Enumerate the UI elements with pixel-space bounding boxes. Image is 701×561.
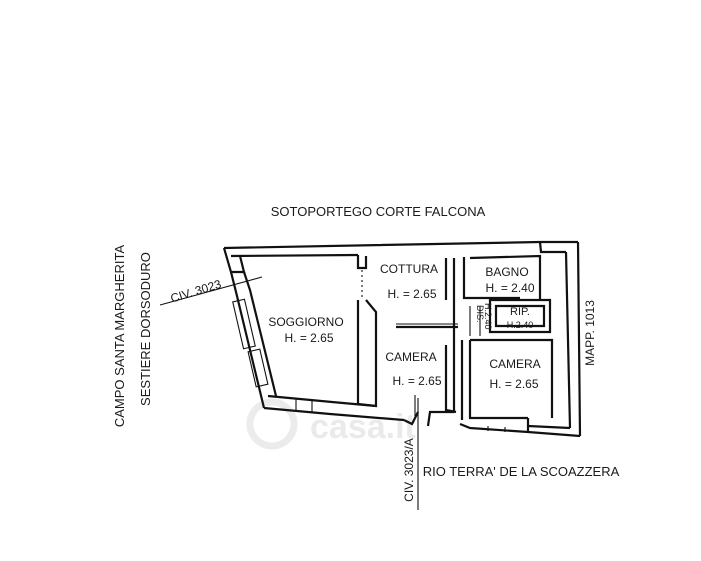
room-camera-left: CAMERA H. = 2.65 — [385, 350, 442, 388]
room-name: COTTURA — [380, 262, 438, 276]
window — [247, 348, 269, 388]
room-name: DIS. — [475, 305, 485, 323]
room-name: SOGGIORNO — [268, 315, 343, 329]
room-ripostiglio: RIP. H.2.40 — [507, 306, 534, 330]
room-height: H. = 2.65 — [392, 374, 441, 388]
street-bottom-label: RIO TERRA' DE LA SCOAZZERA — [423, 464, 620, 479]
room-bagno: BAGNO H. = 2.40 — [485, 265, 535, 295]
room-height: H.2.40 — [507, 320, 534, 330]
room-disimpegno: DIS. H.2.40 — [475, 303, 493, 330]
watermark-logo-icon — [246, 398, 298, 450]
room-name: CAMERA — [489, 357, 540, 371]
district-label: SESTIERE DORSODURO — [138, 252, 153, 406]
civic-west-pointer — [159, 276, 263, 306]
room-height: H. = 2.40 — [485, 281, 534, 295]
room-height: H. = 2.65 — [284, 331, 333, 345]
room-soggiorno: SOGGIORNO H. = 2.65 — [268, 315, 343, 345]
interior-walls — [356, 254, 554, 420]
watermark: casa.it — [246, 398, 416, 450]
parcel-label: MAPP. 1013 — [583, 300, 597, 366]
room-height: H. = 2.65 — [489, 377, 538, 391]
street-left-label: CAMPO SANTA MARGHERITA — [112, 245, 127, 428]
room-name: RIP. — [510, 306, 530, 318]
window — [232, 298, 256, 350]
room-name: BAGNO — [485, 265, 528, 279]
civic-west-label: CIV. 3023 — [169, 277, 223, 306]
street-top-label: SOTOPORTEGO CORTE FALCONA — [271, 204, 486, 219]
room-cottura: COTTURA H. = 2.65 — [380, 262, 438, 301]
civic-south-label: CIV. 3023/A — [402, 438, 416, 502]
room-name: CAMERA — [385, 350, 436, 364]
room-height: H. = 2.65 — [387, 287, 436, 301]
windows — [232, 298, 506, 432]
room-height: H.2.40 — [483, 303, 493, 330]
room-camera-right: CAMERA H. = 2.65 — [489, 357, 540, 391]
